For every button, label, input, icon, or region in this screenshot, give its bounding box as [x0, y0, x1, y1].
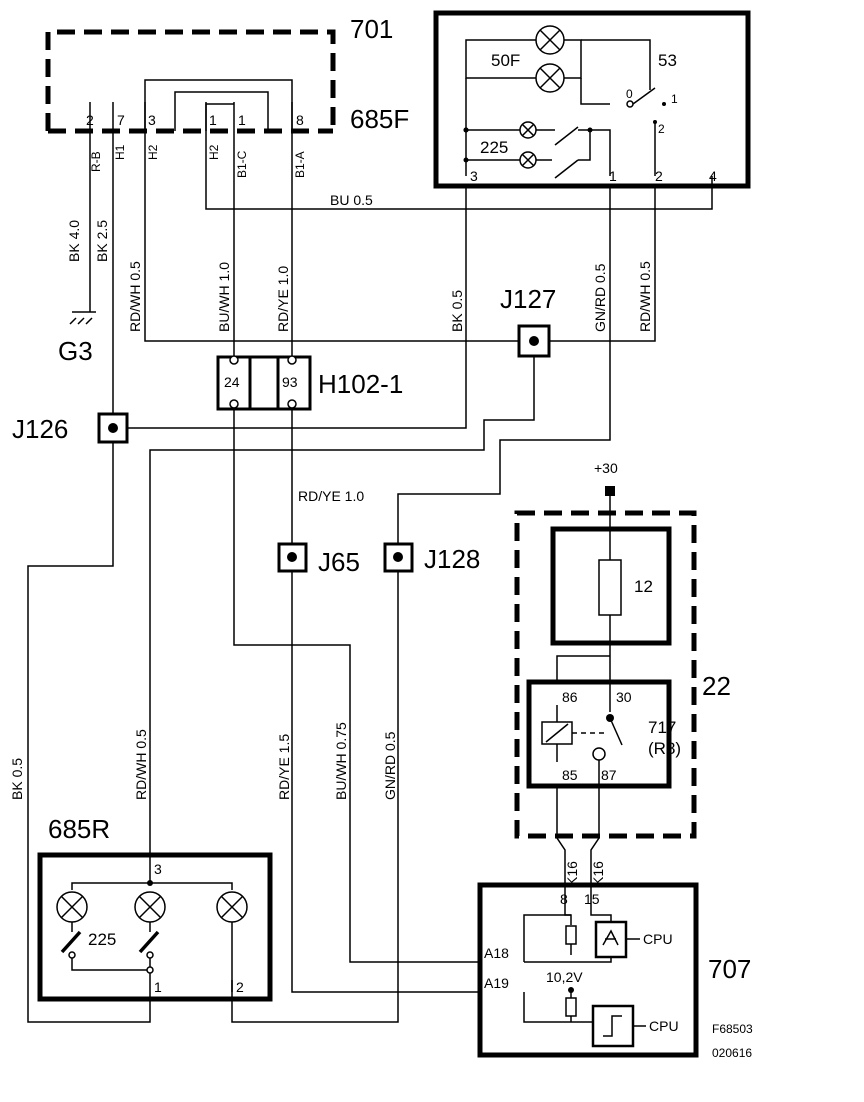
wire-rdye15: RD/YE 1.5 — [276, 734, 292, 800]
fuse-relay-box-22 — [514, 486, 697, 892]
control-module-707 — [477, 882, 699, 1058]
label-225-bottom: 225 — [88, 930, 116, 949]
wire-rdwh05-right: RD/WH 0.5 — [637, 261, 653, 332]
label-22: 22 — [702, 671, 731, 701]
wire-rdwh05-lower: RD/WH 0.5 — [133, 729, 149, 800]
pin-685r-3: 3 — [154, 861, 162, 877]
label-fuse12: 12 — [634, 577, 653, 596]
pin-717-86: 86 — [562, 689, 578, 705]
pin-717-87: 87 — [601, 767, 617, 783]
junction-j126 — [97, 412, 129, 444]
label-j65: J65 — [318, 547, 360, 577]
label-50f: 50F — [491, 51, 520, 70]
pin-707-a18: A18 — [484, 945, 509, 961]
wire-bk05-lower: BK 0.5 — [9, 758, 25, 800]
pin-h102-24: 24 — [224, 374, 240, 390]
wire-rdye10-mid: RD/YE 1.0 — [298, 488, 364, 504]
pin-685f-1b: 1 — [238, 112, 246, 128]
label-j126: J126 — [12, 414, 68, 444]
label-717-sub: (R8) — [648, 739, 681, 758]
pin-685r-1: 1 — [154, 979, 162, 995]
junction-j128 — [383, 542, 414, 573]
label-plus30: +30 — [594, 460, 618, 476]
label-j128: J128 — [424, 544, 480, 574]
wire-k16b: K16 — [590, 861, 606, 886]
wire-rdye10-top: RD/YE 1.0 — [275, 266, 291, 332]
wire-bk05-top: BK 0.5 — [449, 290, 465, 332]
pin-717-85: 85 — [562, 767, 578, 783]
label-10-2v: 10,2V — [546, 969, 583, 985]
label-53: 53 — [658, 51, 677, 70]
pin-701-1: 1 — [609, 168, 617, 184]
label-685f: 685F — [350, 104, 409, 134]
label-701: 701 — [350, 14, 393, 44]
pin-701-3: 3 — [470, 168, 478, 184]
connector-685f — [45, 29, 336, 134]
pin-707-15: 15 — [584, 891, 600, 907]
pin-685f-3: 3 — [148, 112, 156, 128]
pin-685f-7: 7 — [117, 112, 125, 128]
label-685r: 685R — [48, 814, 110, 844]
pin-name-rb: R-B — [89, 151, 103, 172]
pin-707-a19: A19 — [484, 975, 509, 991]
code-020616: 020616 — [712, 1046, 752, 1060]
wires-top — [69, 131, 713, 860]
label-717: 717 — [648, 718, 676, 737]
wire-gnrd05-top: GN/RD 0.5 — [592, 263, 608, 332]
label-h102: H102-1 — [318, 369, 403, 399]
pin-h102-93: 93 — [282, 374, 298, 390]
switch-pos-1: 1 — [671, 92, 678, 106]
wire-bu05: BU 0.5 — [330, 192, 373, 208]
pin-685r-2: 2 — [236, 979, 244, 995]
code-f68503: F68503 — [712, 1022, 753, 1036]
lamp-box-685r — [37, 852, 273, 1002]
wire-k16a: K16 — [564, 861, 580, 886]
pin-name-h2b: H2 — [207, 144, 221, 160]
pin-701-4: 4 — [709, 168, 717, 184]
pin-717-30: 30 — [616, 689, 632, 705]
label-225-top: 225 — [480, 138, 508, 157]
pin-685f-8: 8 — [296, 112, 304, 128]
pin-701-2: 2 — [655, 168, 663, 184]
pin-685f-2: 2 — [86, 112, 94, 128]
label-g3: G3 — [58, 336, 93, 366]
switch-pos-2: 2 — [658, 122, 665, 136]
pin-685f-1a: 1 — [209, 112, 217, 128]
junction-j65 — [277, 542, 308, 573]
wire-rdwh05-top: RD/WH 0.5 — [127, 261, 143, 332]
label-707: 707 — [708, 954, 751, 984]
pin-707-8: 8 — [560, 891, 568, 907]
pin-name-b1c: B1-C — [235, 150, 249, 178]
pin-name-h1: H1 — [113, 144, 127, 160]
junction-j127 — [517, 324, 551, 358]
wire-buwh075: BU/WH 0.75 — [333, 722, 349, 800]
switch-pos-0: 0 — [626, 87, 633, 101]
label-cpu-1: CPU — [643, 931, 673, 947]
wire-buwh10: BU/WH 1.0 — [216, 262, 232, 332]
pin-name-b1a: B1-A — [293, 151, 307, 178]
label-j127: J127 — [500, 284, 556, 314]
wire-bk25: BK 2.5 — [94, 220, 110, 262]
switch-box-701 — [433, 10, 751, 189]
label-cpu-2: CPU — [649, 1018, 679, 1034]
wire-bk40: BK 4.0 — [66, 220, 82, 262]
wire-gnrd05-lower: GN/RD 0.5 — [382, 731, 398, 800]
pin-name-h2a: H2 — [146, 144, 160, 160]
connector-h102 — [216, 355, 312, 411]
